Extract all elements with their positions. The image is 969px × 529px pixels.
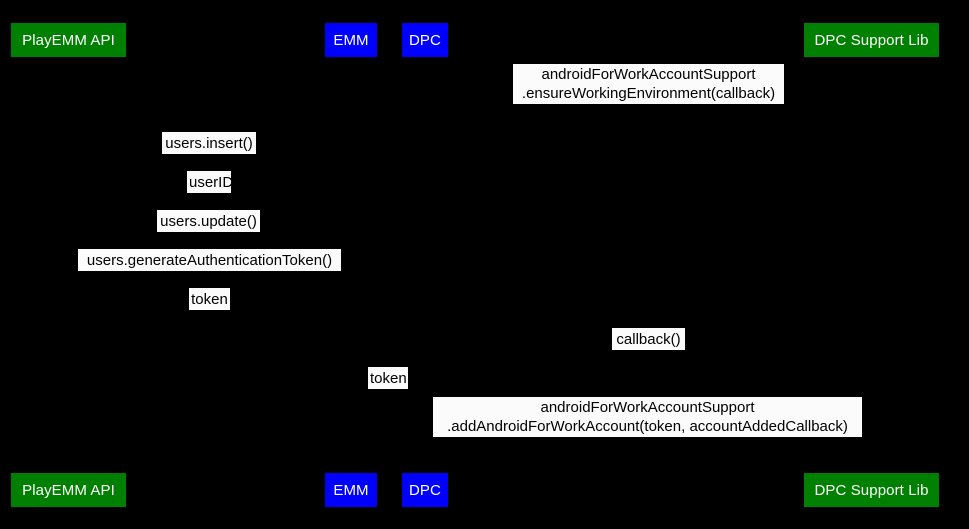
message-line-1: androidForWorkAccountSupport — [541, 66, 756, 83]
participant-label: DPC Support Lib — [814, 31, 929, 49]
message-users-generate-authentication-token: users.generateAuthenticationToken() — [78, 249, 341, 271]
message-users-insert: users.insert() — [162, 132, 256, 154]
participant-label: EMM — [333, 31, 369, 49]
message-user-id: userID — [187, 171, 234, 193]
participant-label: DPC — [409, 31, 441, 49]
message-line-1: users.generateAuthenticationToken() — [86, 251, 333, 269]
message-line-1: androidForWorkAccountSupport — [540, 399, 755, 416]
message-line-1: users.insert() — [165, 134, 253, 152]
participant-emm-bottom[interactable]: EMM — [325, 473, 377, 507]
message-line-1: users.update() — [160, 212, 257, 230]
message-line-2: .addAndroidForWorkAccount(token, account… — [447, 418, 848, 435]
participant-label: DPC Support Lib — [814, 481, 929, 499]
participant-label: PlayEMM API — [22, 31, 115, 49]
message-line-1: userID — [189, 173, 234, 191]
message-ensure-working-environment: androidForWorkAccountSupport .ensureWork… — [513, 64, 784, 104]
participant-playemm-api-bottom[interactable]: PlayEMM API — [11, 473, 126, 507]
participant-dpc-top[interactable]: DPC — [402, 23, 448, 57]
participant-dpc-support-lib-bottom[interactable]: DPC Support Lib — [804, 473, 939, 507]
lifeline-dpc — [425, 57, 426, 473]
participant-playemm-api-top[interactable]: PlayEMM API — [11, 23, 126, 57]
participant-dpc-bottom[interactable]: DPC — [402, 473, 448, 507]
lifeline-dpc-support-lib — [871, 57, 872, 473]
message-users-update: users.update() — [157, 210, 260, 232]
message-line-1: callback() — [616, 330, 681, 348]
lifeline-emm — [351, 57, 352, 473]
message-line-1: token — [191, 290, 228, 308]
participant-label: PlayEMM API — [22, 481, 115, 499]
message-token-upper: token — [189, 288, 230, 310]
participant-label: EMM — [333, 481, 369, 499]
lifeline-playemm-api — [68, 57, 69, 473]
message-callback: callback() — [612, 328, 685, 350]
participant-emm-top[interactable]: EMM — [325, 23, 377, 57]
participant-dpc-support-lib-top[interactable]: DPC Support Lib — [804, 23, 939, 57]
message-token-lower: token — [368, 367, 408, 389]
message-add-android-for-work-account: androidForWorkAccountSupport .addAndroid… — [433, 397, 862, 437]
message-line-2: .ensureWorkingEnvironment(callback) — [521, 85, 776, 102]
participant-label: DPC — [409, 481, 441, 499]
message-line-1: token — [370, 369, 407, 387]
